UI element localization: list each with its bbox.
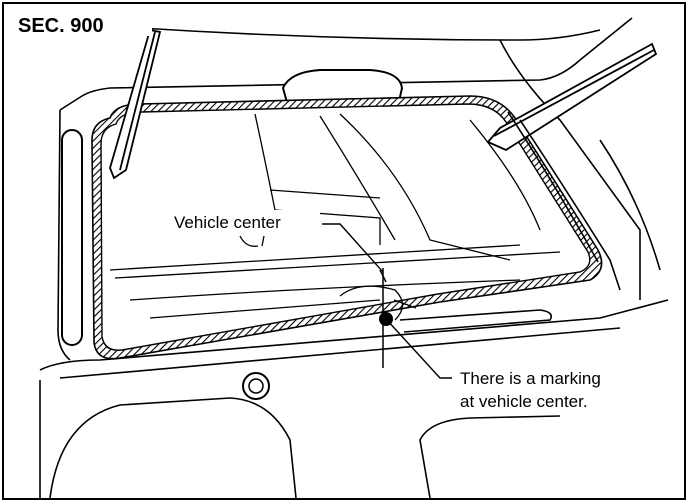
section-label: SEC. 900 xyxy=(18,15,104,37)
window-glass xyxy=(100,103,591,351)
rear-molding-right xyxy=(507,111,621,291)
vehicle-body-outline xyxy=(39,17,669,499)
section-label-bg xyxy=(12,10,152,36)
vehicle-center-label: Vehicle center xyxy=(174,213,281,232)
lower-wiper-blade xyxy=(399,309,553,333)
vehicle-center-label-bg xyxy=(170,210,320,234)
marking-note-bg xyxy=(456,364,666,412)
wiper-arm-right xyxy=(486,42,658,152)
wiper-arm-left xyxy=(109,28,162,180)
marking-note-line1: There is a marking xyxy=(460,369,601,388)
side-lamp-left xyxy=(61,129,83,346)
interior-details xyxy=(109,113,561,321)
sensor-circle-icon xyxy=(242,372,270,400)
marking-note-line2: at vehicle center. xyxy=(460,392,588,411)
marking-leader xyxy=(385,318,452,379)
leader-lines xyxy=(322,223,452,379)
vehicle-center-leader xyxy=(322,223,384,273)
